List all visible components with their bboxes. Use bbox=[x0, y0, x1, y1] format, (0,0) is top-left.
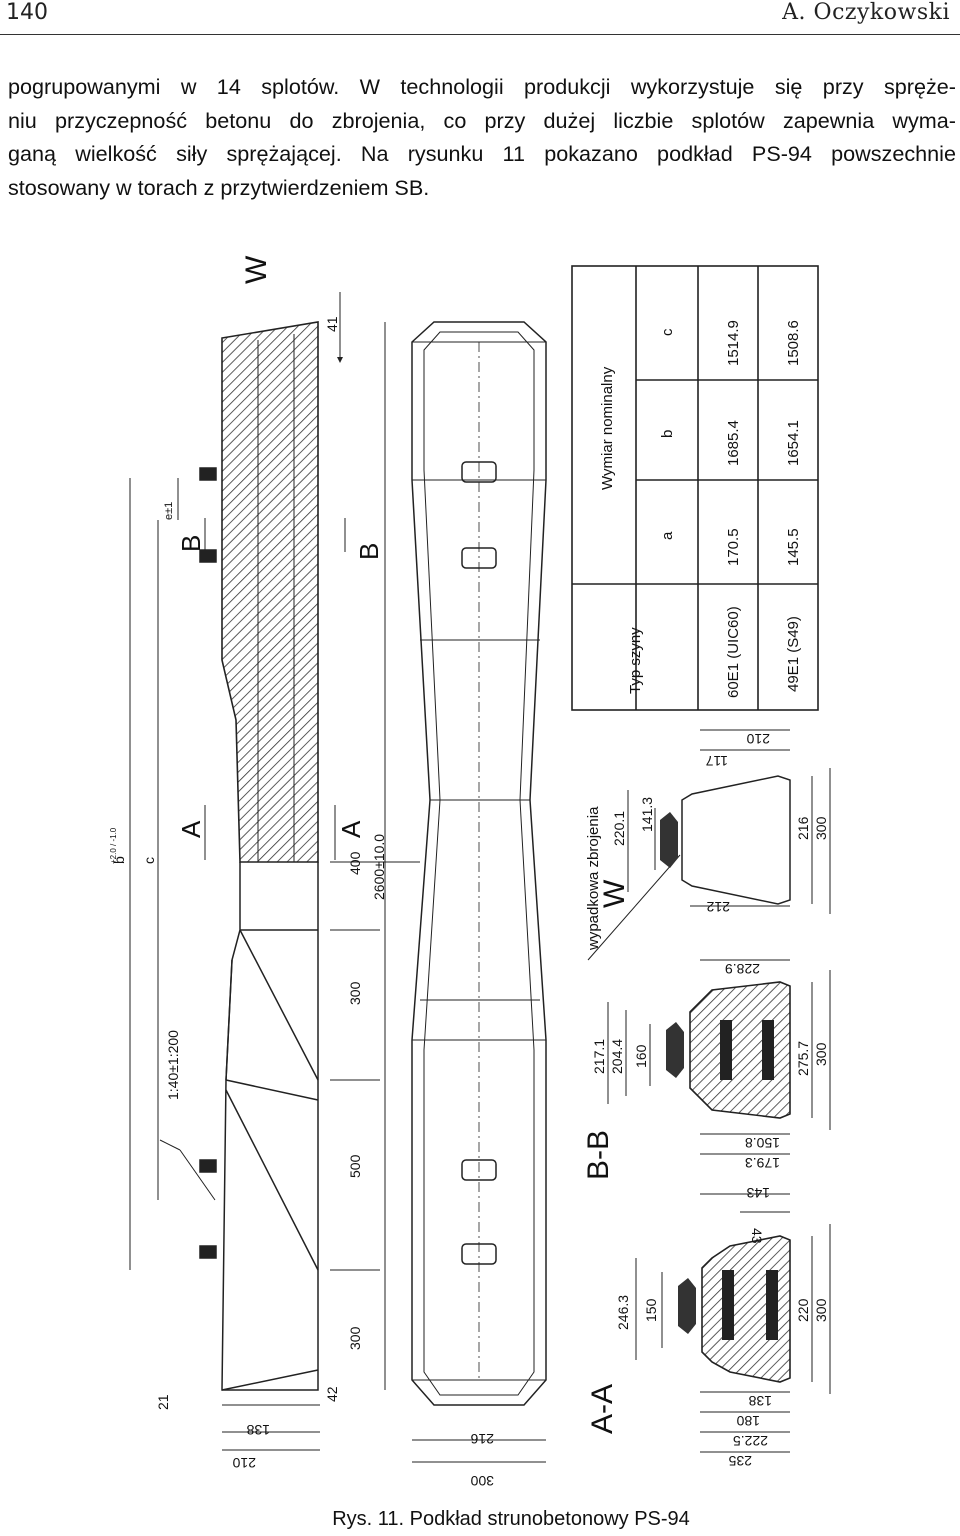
dim-top-end: 41 bbox=[324, 316, 340, 332]
section-aa: A-A 143 43 246.3 150 138 180 222.5 235 2… bbox=[586, 1185, 831, 1469]
drawing-svg: W B B A A 41 2600±10.0 400 300 500 300 4… bbox=[109, 255, 831, 1489]
dim-b: b bbox=[111, 856, 127, 864]
aa-dim-w-b: 300 bbox=[813, 1298, 829, 1322]
dim-end-w-b: 210 bbox=[232, 1455, 256, 1471]
bb-dim-bottom-c: 275.7 bbox=[795, 1041, 811, 1076]
page-number: 140 bbox=[6, 0, 48, 25]
dim-seg-300b: 300 bbox=[347, 1326, 363, 1350]
section-w: W wypadkowa zbrojenia 117 210 220.1 141.… bbox=[585, 729, 831, 961]
aa-dim-h1: 246.3 bbox=[615, 1295, 631, 1330]
w-dim-bottom-b: 216 bbox=[795, 816, 811, 840]
body-line: stosowany w torach z przytwierdzeniem SB… bbox=[8, 174, 430, 200]
table-header-group: Wymiar nominalny bbox=[599, 366, 616, 490]
table-col-rail: Typ szyny bbox=[627, 627, 644, 694]
w-dim-bottom-a: 212 bbox=[706, 899, 730, 915]
aa-dim-bottom-d: 235 bbox=[728, 1453, 752, 1469]
bb-dim-h2: 204.4 bbox=[609, 1039, 625, 1074]
section-aa-title: A-A bbox=[586, 1384, 619, 1434]
figure-caption: Rys. 11. Podkład strunobetonowy PS-94 bbox=[0, 1508, 960, 1531]
dim-b-tolerance: +2.0 / -1.0 bbox=[109, 827, 118, 864]
dim-seg-400: 400 bbox=[347, 851, 363, 875]
table-row-1-a: 170.5 bbox=[725, 528, 742, 566]
w-dim-top-a: 117 bbox=[705, 753, 728, 769]
w-dim-h1: 220.1 bbox=[611, 811, 627, 846]
plan-dim-b: 300 bbox=[470, 1473, 494, 1489]
section-bb-title: B-B bbox=[582, 1130, 615, 1180]
dimension-table: Wymiar nominalny Typ szyny a b c 60E1 (U… bbox=[571, 265, 819, 711]
table-row-2-b: 1654.1 bbox=[785, 420, 802, 466]
aa-dim-bottom-b: 180 bbox=[736, 1413, 760, 1429]
w-dim-h2: 141.3 bbox=[639, 797, 655, 832]
aa-dim-bottom-c: 222.5 bbox=[733, 1433, 768, 1449]
plan-view bbox=[411, 321, 547, 1463]
dim-seg-300a: 300 bbox=[347, 981, 363, 1005]
table-col-c: c bbox=[659, 328, 676, 336]
elevation-labels: W B B A A 41 2600±10.0 400 300 500 300 4… bbox=[109, 255, 387, 1471]
bb-dim-h1: 217.1 bbox=[591, 1039, 607, 1074]
dim-slope: 1:40±1:200 bbox=[165, 1030, 181, 1100]
table-row-2-rail: 49E1 (S49) bbox=[785, 616, 802, 692]
dim-c: c bbox=[141, 857, 157, 864]
bb-dim-bottom-b: 179.3 bbox=[745, 1155, 780, 1171]
table-row-2-c: 1508.6 bbox=[785, 320, 802, 366]
dim-left-end: 21 bbox=[155, 1394, 171, 1410]
section-mark-w: W bbox=[240, 255, 273, 284]
section-mark-a-right: A bbox=[336, 820, 366, 838]
table-row-1-b: 1685.4 bbox=[725, 420, 742, 466]
technical-drawing: W B B A A 41 2600±10.0 400 300 500 300 4… bbox=[0, 230, 960, 1520]
body-line: pogrupowanymi w 14 splotów. W technologi… bbox=[8, 74, 956, 99]
table-row-1-c: 1514.9 bbox=[725, 320, 742, 366]
section-bb: B-B 228.9 217.1 204.4 160 150.8 179.3 27… bbox=[582, 959, 831, 1180]
aa-dim-bottom-a: 138 bbox=[748, 1393, 772, 1409]
section-w-note: wypadkowa zbrojenia bbox=[585, 806, 602, 951]
table-col-b: b bbox=[659, 430, 676, 438]
table-row-2-a: 145.5 bbox=[785, 528, 802, 566]
dim-end-w-a: 138 bbox=[246, 1422, 270, 1438]
aa-dim-top-a: 143 bbox=[746, 1185, 770, 1201]
aa-dim-w-a: 220 bbox=[795, 1298, 811, 1322]
section-mark-a-left: A bbox=[176, 820, 206, 838]
page-header: 140 A. Oczykowski bbox=[0, 0, 960, 36]
elevation-view bbox=[129, 292, 420, 1451]
bb-dim-h3: 160 bbox=[633, 1044, 649, 1068]
bb-dim-top: 228.9 bbox=[725, 961, 760, 977]
section-mark-b-right: B bbox=[354, 543, 384, 560]
header-rule bbox=[0, 34, 960, 35]
dim-total-length: 2600±10.0 bbox=[371, 834, 387, 900]
aa-dim-top-b: 43 bbox=[749, 1228, 765, 1244]
running-head: A. Oczykowski bbox=[782, 0, 950, 25]
plan-labels: 216 300 bbox=[470, 1431, 494, 1489]
w-dim-top-b: 210 bbox=[746, 731, 770, 747]
dim-e: e±1 bbox=[163, 502, 175, 520]
table-row-1-rail: 60E1 (UIC60) bbox=[725, 606, 742, 698]
w-dim-bottom-c: 300 bbox=[813, 816, 829, 840]
body-line: ganą wielkość siły sprężającej. Na rysun… bbox=[8, 141, 956, 166]
dim-bottom-end: 42 bbox=[324, 1386, 340, 1402]
bb-dim-bottom-d: 300 bbox=[813, 1042, 829, 1066]
aa-dim-h2: 150 bbox=[643, 1298, 659, 1322]
dim-seg-500: 500 bbox=[347, 1154, 363, 1178]
section-mark-b-left: B bbox=[176, 535, 206, 552]
figure-caption-text: Rys. 11. Podkład strunobetonowy PS-94 bbox=[332, 1508, 690, 1530]
body-paragraph: pogrupowanymi w 14 splotów. W technologi… bbox=[8, 70, 956, 204]
elevation-hatched-section bbox=[221, 321, 319, 863]
bb-dim-bottom-a: 150.8 bbox=[745, 1135, 780, 1151]
table-col-a: a bbox=[659, 531, 676, 540]
section-w-title: W bbox=[598, 879, 631, 908]
body-line: niu przyczepność betonu do zbrojenia, co… bbox=[8, 107, 956, 133]
plan-dim-a: 216 bbox=[470, 1431, 494, 1447]
